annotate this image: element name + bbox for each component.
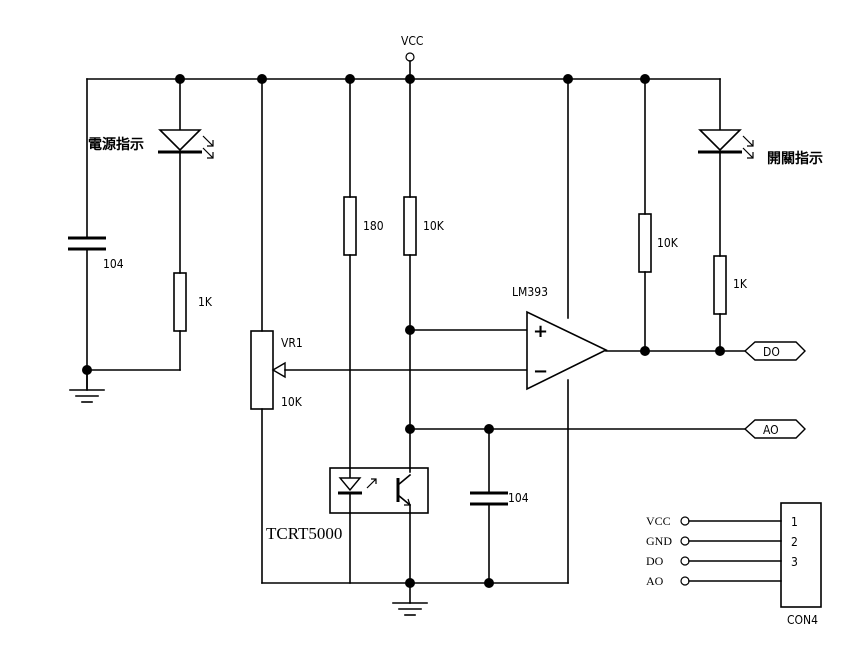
port-do: DO [743, 341, 806, 361]
connector-pin: VCC 1 [646, 514, 798, 529]
connector-pin-number: 2 [791, 535, 798, 549]
vcc-top-label: VCC [401, 34, 423, 48]
lm393-comparator: + − LM393 [512, 78, 746, 584]
connector-con4: CON4 VCC 1 GND 2 DO 3 AO [646, 502, 822, 627]
ground-symbol-bottom [392, 602, 428, 616]
connector-pin-signal: GND [646, 534, 672, 548]
opamp-plus-sign: + [533, 321, 548, 342]
res-10k-mid-label: 10K [423, 219, 445, 233]
cap-left-label: 104 [103, 257, 124, 271]
ir-emission-icon [366, 478, 377, 489]
cap-mid-label: 104 [508, 491, 529, 505]
port-do-label: DO [763, 345, 780, 359]
res-1k-right-label: 1K [733, 277, 748, 291]
vr1-potentiometer: VR1 10K [250, 78, 528, 584]
switch-led-label: 開關指示 [767, 150, 823, 167]
connector-pin-signal: AO [646, 574, 664, 588]
connector-pin-signal: VCC [646, 514, 671, 528]
power-led-branch: 電源指示 1K [86, 78, 214, 371]
cap-mid-branch: 104 [470, 428, 529, 584]
switch-led-emission-icon [742, 135, 754, 159]
connector-pin-number: 1 [791, 515, 798, 529]
res-180-branch: 180 [343, 78, 384, 584]
res-10k-mid-branch: 10K [403, 78, 746, 473]
junction-dots [82, 74, 725, 588]
sensor-label: TCRT5000 [266, 524, 342, 543]
connector-pin-number: 3 [791, 555, 798, 569]
connector-pin-signal: DO [646, 554, 664, 568]
vr1-value-label: 10K [281, 395, 303, 409]
port-ao-label: AO [763, 423, 779, 437]
res-1k-left-label: 1K [198, 295, 213, 309]
res-10k-right-label: 10K [657, 236, 679, 250]
connector-pin: DO 3 [646, 554, 798, 569]
connector-pin: GND 2 [646, 534, 798, 549]
power-led-label: 電源指示 [88, 136, 144, 153]
opamp-minus-sign: − [533, 361, 548, 382]
left-capacitor-branch: 104 [68, 78, 124, 389]
vr1-label: VR1 [281, 336, 303, 350]
led-emission-icon [202, 135, 214, 159]
switch-led-branch: 開關指示 1K [698, 78, 823, 352]
tcrt5000-sensor: TCRT5000 [266, 467, 429, 584]
ground-rail [261, 582, 569, 604]
connector-pin: AO [646, 574, 782, 588]
connector-name: CON4 [787, 613, 818, 627]
port-ao: AO [743, 419, 806, 439]
opamp-label: LM393 [512, 285, 548, 299]
vcc-rail: VCC [86, 34, 721, 80]
res-180-label: 180 [363, 219, 384, 233]
res-10k-right-branch: 10K [638, 78, 679, 352]
